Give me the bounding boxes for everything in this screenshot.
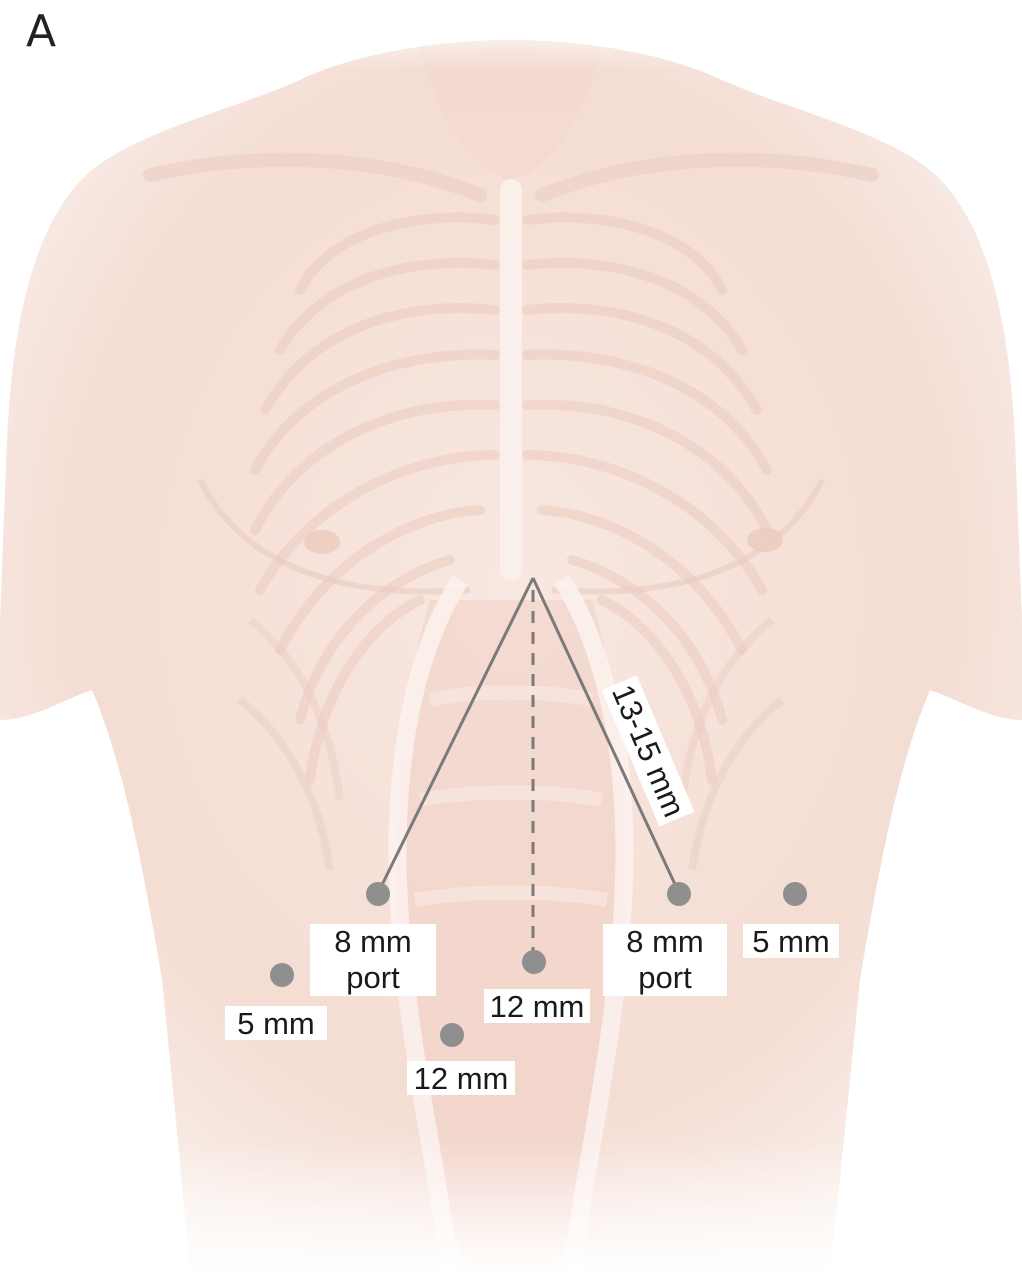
neck [420,50,602,180]
left-clavicle [143,152,487,202]
port-label-line1: 5 mm [752,924,830,959]
left-ribs [250,212,500,785]
port-marker-right-8mm [667,882,691,906]
left-distance-line [376,577,535,894]
port-label-left-8mm: 8 mm port [310,924,436,996]
rectus-abdominis [396,600,626,1272]
left-nipple [304,530,340,554]
left-pectoral [197,478,471,595]
port-label-line1: 5 mm [237,1006,315,1041]
right-distance-line [531,577,681,894]
oblique-muscles [237,616,785,871]
port-label-line1: 12 mm [489,989,585,1024]
port-label-line1: 8 mm [334,924,412,959]
port-label-line1: 8 mm [626,924,704,959]
right-nipple [747,528,783,552]
right-clavicle [535,152,879,202]
port-label-low-12mm: 12 mm [407,1061,515,1096]
port-marker-mid-12mm [522,950,546,974]
right-ribs [522,212,772,785]
port-label-line1: 12 mm [413,1061,509,1096]
port-label-line2: port [638,960,692,995]
panel-label: A [26,6,57,57]
port-label-left-5mm: 5 mm [225,1006,327,1041]
port-marker-left-5mm [270,963,294,987]
top-fade [0,0,1022,70]
port-label-line2: port [346,960,400,995]
port-label-right-5mm: 5 mm [743,924,839,959]
port-marker-right-5mm [783,882,807,906]
port-marker-low-12mm [440,1023,464,1047]
port-marker-left-8mm [366,882,390,906]
port-label-mid-12mm: 12 mm [484,989,590,1024]
bottom-fade [0,1140,1022,1272]
port-label-right-8mm: 8 mm port [603,924,727,996]
right-pectoral [551,478,825,595]
